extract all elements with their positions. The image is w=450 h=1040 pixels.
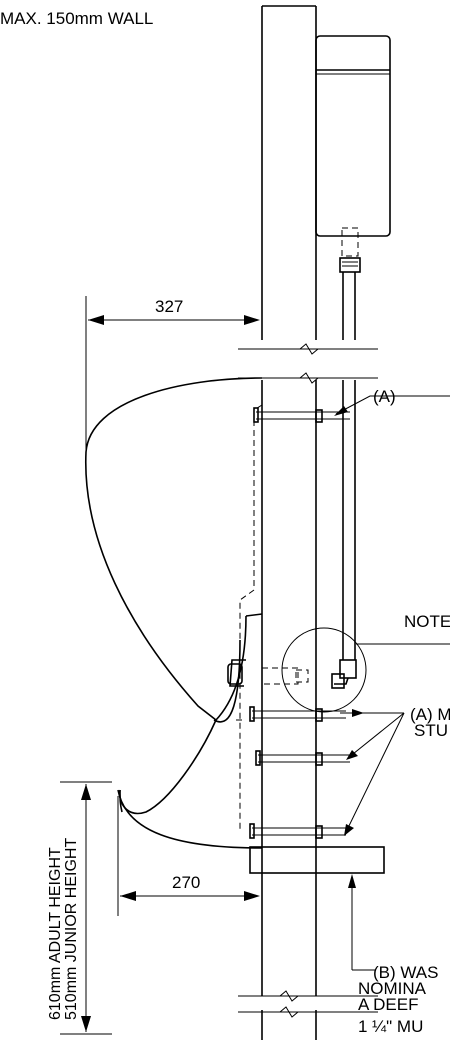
note-label: NOTE [404, 612, 450, 631]
svg-text:327: 327 [155, 297, 183, 316]
detail-circle [281, 627, 367, 713]
svg-text:(A) M: (A) M [410, 705, 450, 724]
waste-pipe [249, 846, 385, 874]
break-lines [238, 343, 378, 1018]
dimension-327: 327 [85, 296, 260, 452]
leader-a-mid: (A) M STU [340, 705, 450, 836]
wall-thickness-note: MAX. 150mm WALL [0, 9, 153, 28]
bolt-top [253, 407, 350, 423]
leader-a-top: (A) [334, 387, 450, 416]
hanger-bolts [249, 407, 350, 839]
outlet-spigot [227, 659, 309, 687]
bolt-2 [249, 706, 346, 722]
dimension-height [60, 781, 112, 1035]
cistern [315, 35, 391, 273]
svg-text:A DEEF: A DEEF [358, 995, 418, 1014]
wall [261, 5, 317, 1040]
dimension-270: 270 [117, 796, 260, 916]
svg-text:1: 1 [358, 1017, 367, 1036]
svg-text:¼" MU: ¼" MU [372, 1017, 423, 1036]
wall-hanger-outline [236, 404, 263, 830]
bolt-3 [255, 750, 350, 766]
leader-b: (B) WAS NOMINA A DEEF 1 ¼" MU [348, 874, 438, 1036]
height-adult-label: 610mm ADULT HEIGHT [47, 847, 64, 1020]
height-junior-label: 510mm JUNIOR HEIGHT [63, 838, 80, 1020]
svg-text:270: 270 [172, 873, 200, 892]
svg-text:NOMINA: NOMINA [358, 979, 427, 998]
urinal-bowl [85, 377, 263, 849]
svg-text:(B) WAS: (B) WAS [373, 963, 438, 982]
height-labels: 610mm ADULT HEIGHT 510mm JUNIOR HEIGHT [47, 838, 80, 1020]
bolt-4 [249, 823, 346, 839]
flush-pipe [331, 272, 357, 689]
svg-text:STU: STU [414, 721, 448, 740]
svg-text:(A): (A) [373, 387, 396, 406]
